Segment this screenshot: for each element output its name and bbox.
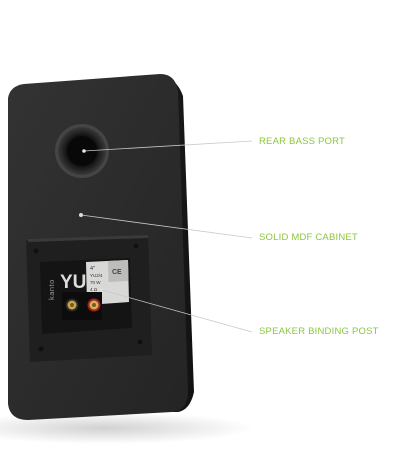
plate-spec-line-3: 70 W: [90, 280, 101, 285]
model-mark: YU: [60, 272, 86, 293]
leader-dot-rear-bass-port: [82, 149, 86, 153]
plate-spec-line-2: YU2/4: [90, 273, 103, 278]
floor-shadow: [0, 412, 254, 444]
leader-line-speaker-binding-post: [101, 289, 253, 333]
panel-screw-top-right: [133, 243, 139, 249]
rear-bass-port: [55, 124, 109, 178]
speaker-binding-posts: [62, 288, 104, 320]
brand-mark: kanto: [47, 279, 56, 300]
plate-ce-mark: CE: [112, 269, 122, 276]
callout-label-solid-mdf-cabinet: SOLID MDF CABINET: [259, 232, 358, 243]
callout-label-speaker-binding-post: SPEAKER BINDING POST: [259, 326, 379, 337]
panel-screw-top-left: [33, 248, 39, 254]
plate-spec-line-1: 4": [90, 266, 95, 272]
panel-screw-bottom-left: [38, 346, 44, 352]
leader-line-rear-bass-port: [83, 140, 253, 152]
panel-screw-bottom-right: [137, 339, 143, 345]
callout-label-rear-bass-port: REAR BASS PORT: [259, 136, 346, 147]
plate-spec-line-4: 4 Ω: [90, 287, 98, 292]
leader-line-solid-mdf-cabinet: [80, 214, 253, 239]
